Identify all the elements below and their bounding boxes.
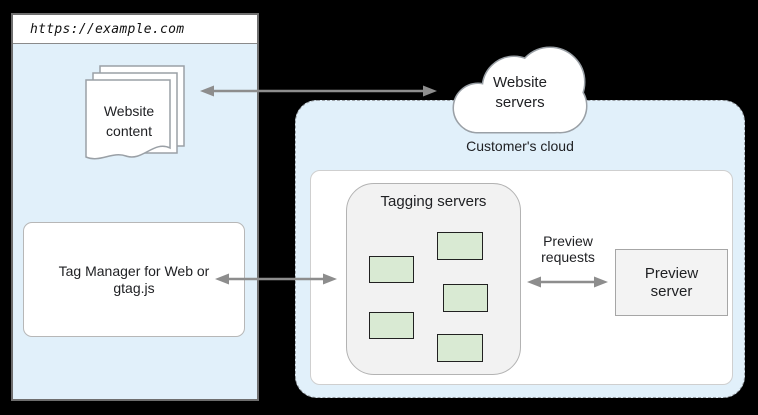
tagging-server-instance [369, 256, 414, 283]
browser-titlebar: https://example.com [13, 15, 257, 44]
preview-requests-label: Preview requests [541, 233, 595, 266]
browser-url: https://example.com [30, 21, 185, 37]
tagging-server-instance [437, 334, 483, 362]
tagging-server-instance [369, 312, 414, 339]
tag-manager-box: Tag Manager for Web or gtag.js [23, 222, 245, 337]
customer-cloud-label: Customer's cloud [466, 138, 574, 154]
tagging-servers-label: Tagging servers [380, 193, 487, 210]
preview-server-box: Preview server [615, 249, 728, 316]
tagging-server-instance [437, 232, 483, 260]
tag-manager-tagging-servers-arrow [215, 273, 337, 285]
cloud-icon [452, 46, 588, 134]
website-content-label: Website content [103, 103, 155, 139]
website-servers-label: Website servers [493, 74, 547, 112]
document-stack-icon [85, 65, 185, 160]
preview-server-label: Preview server [644, 264, 699, 300]
tagging-preview-arrow [527, 276, 608, 288]
tag-manager-label: Tag Manager for Web or gtag.js [58, 263, 210, 296]
browser-website-servers-arrow [200, 85, 437, 97]
tagging-server-instance [443, 284, 488, 312]
